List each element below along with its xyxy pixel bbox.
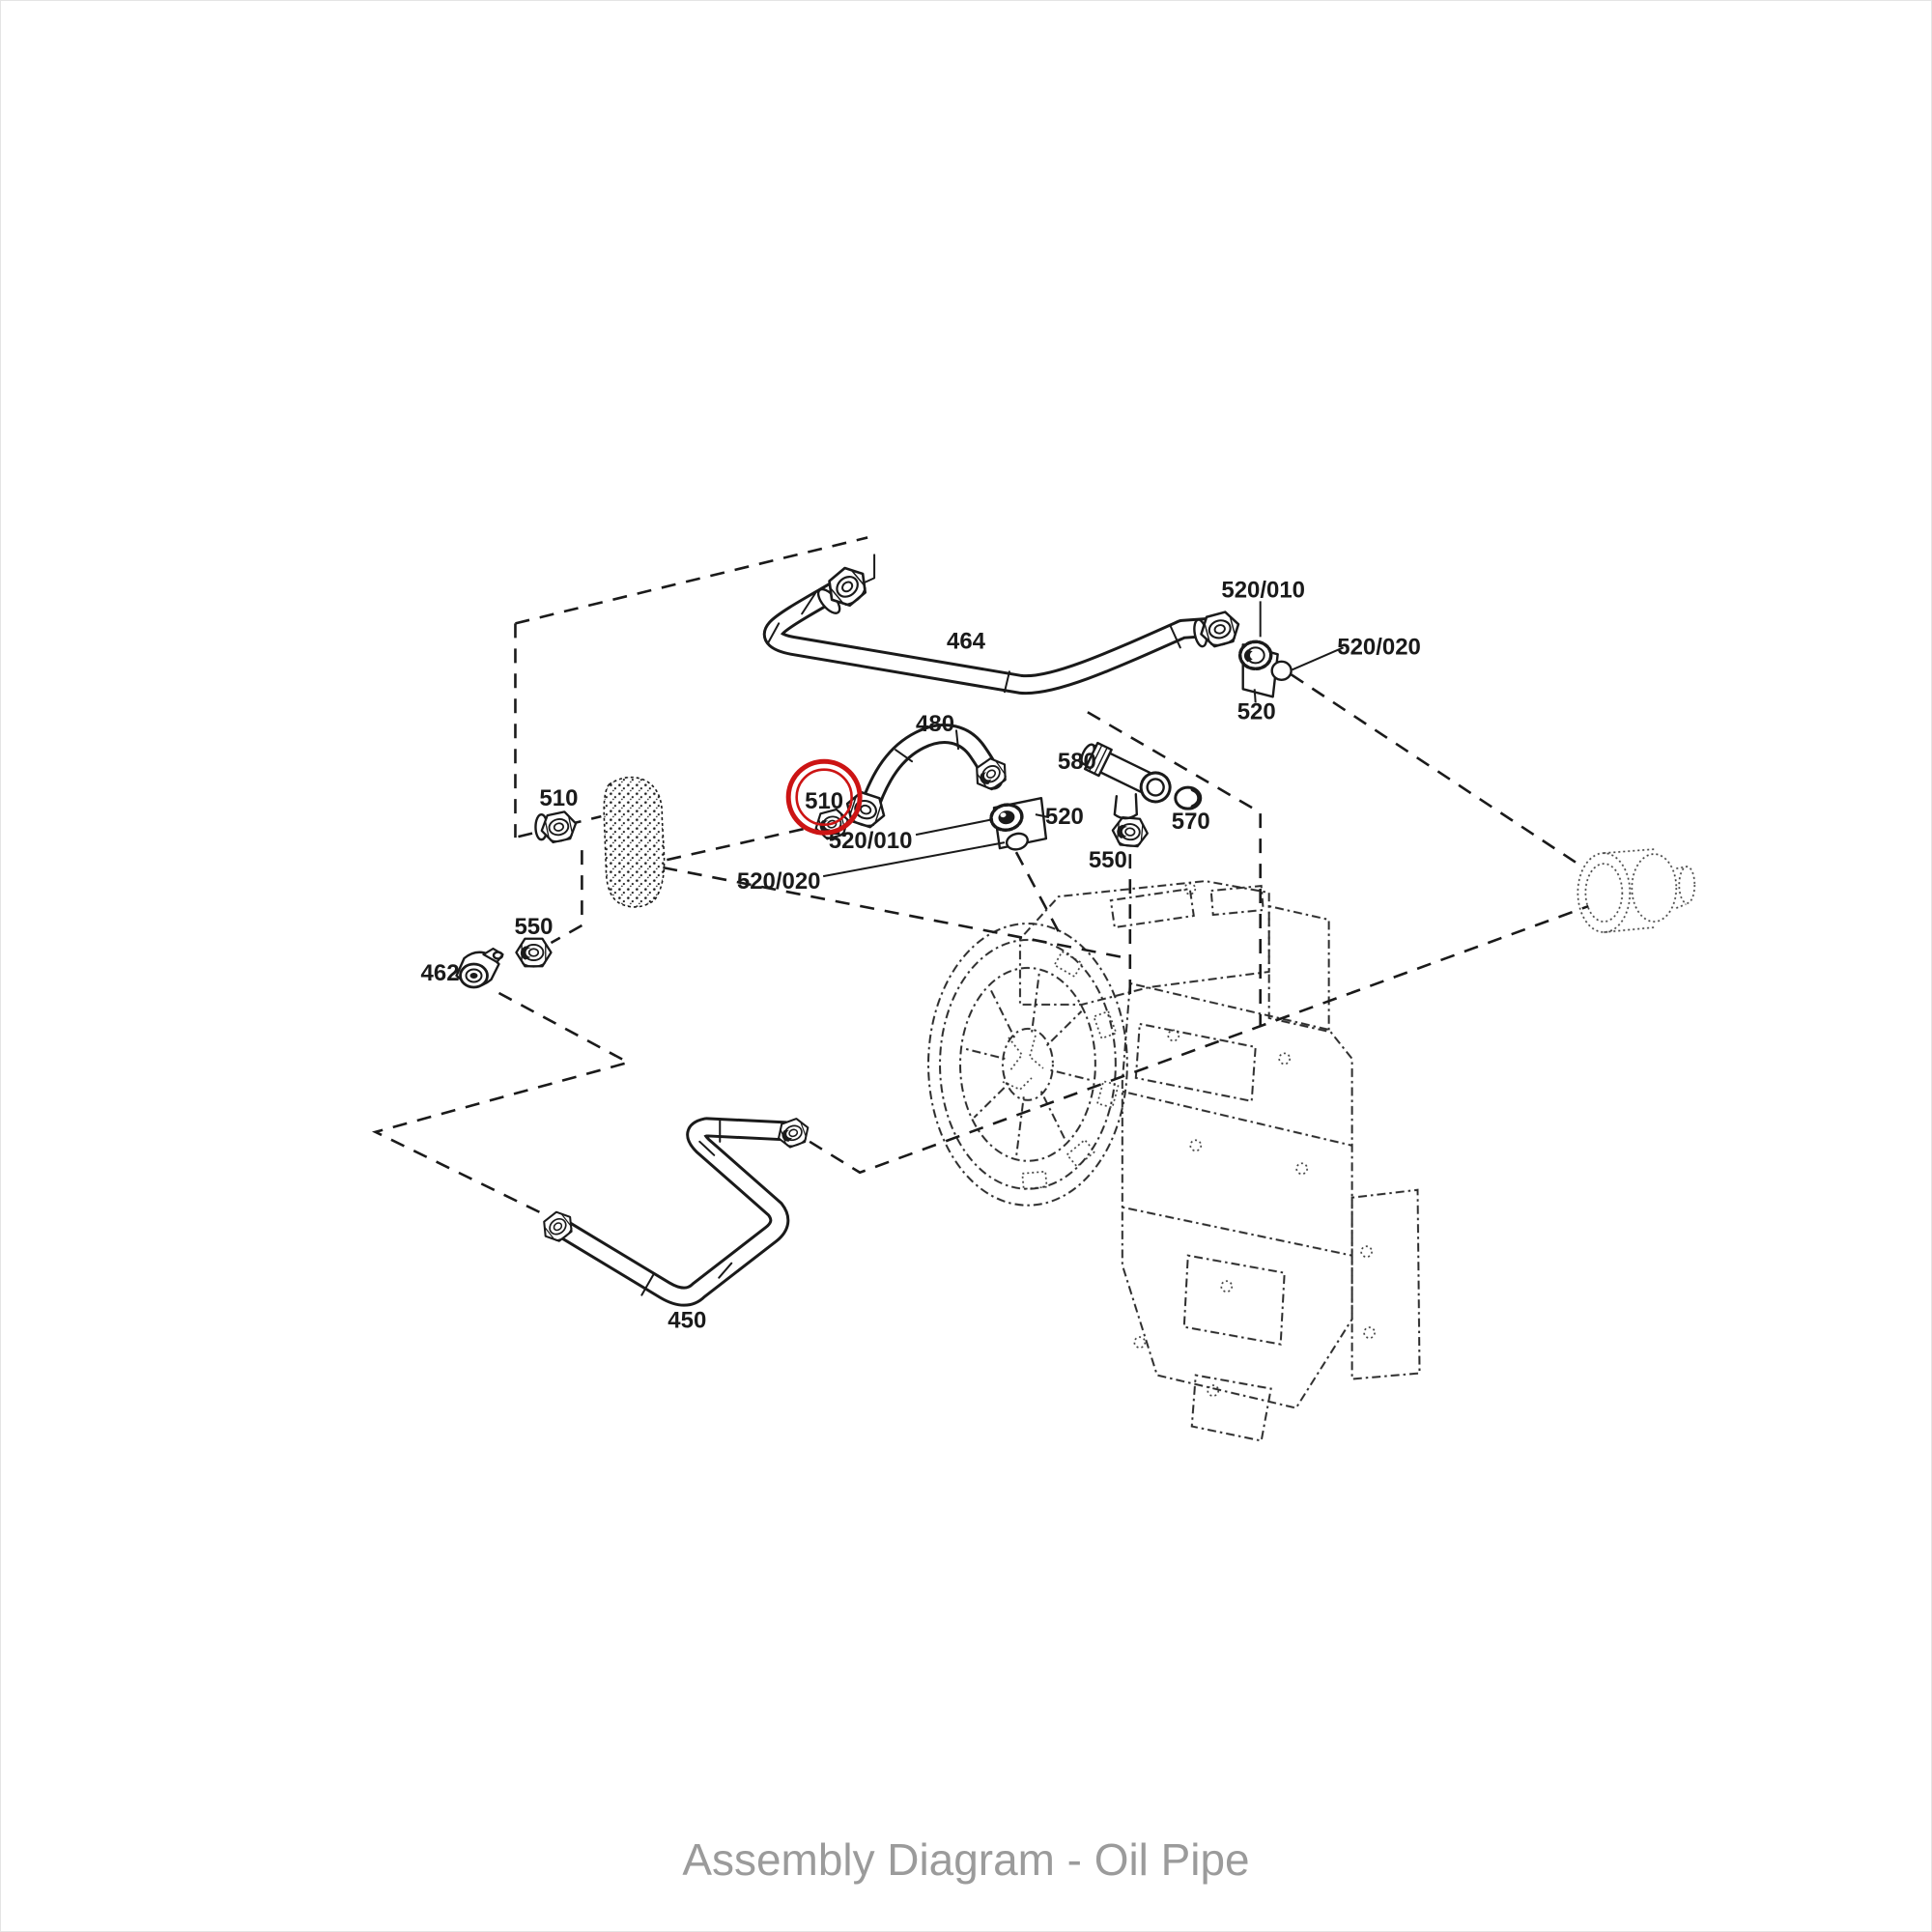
pipe-480 (857, 724, 1004, 823)
part-label-520-010-top: 520/010 (1221, 577, 1305, 603)
o-ring-520-020-middle (1005, 832, 1029, 851)
tee-fitting-580 (1080, 741, 1172, 820)
part-label-520-020-middle: 520/020 (737, 868, 821, 895)
o-ring-520-020-top (1270, 660, 1293, 681)
part-label-550-left: 550 (514, 914, 553, 940)
highlight-circle-510 (785, 758, 863, 836)
part-label-520-020-top: 520/020 (1337, 634, 1421, 660)
housing-bolts (1133, 882, 1376, 1397)
part-label-464: 464 (947, 628, 986, 654)
oil-pipes (552, 575, 1220, 1307)
connector-plate-520-top (1237, 639, 1293, 698)
output-flange (1577, 848, 1696, 933)
elbow-fitting-462 (455, 947, 504, 989)
part-label-520-010-middle: 520/010 (829, 828, 913, 854)
part-label-510-left: 510 (539, 785, 578, 811)
diagram-caption: Assembly Diagram - Oil Pipe (682, 1834, 1249, 1885)
projection-lines (371, 536, 1589, 1214)
part-label-462: 462 (421, 960, 460, 986)
part-label-510-highlighted: 510 (805, 788, 843, 814)
highlight-ring-outer (785, 758, 863, 836)
screw-plug-550-middle (1112, 816, 1149, 847)
part-label-580: 580 (1058, 749, 1096, 775)
bell-housing (927, 923, 1128, 1207)
part-label-550-middle: 550 (1089, 847, 1127, 873)
screw-plug-550-left (516, 939, 551, 967)
transmission-housing (927, 848, 1696, 1442)
part-label-480: 480 (916, 711, 954, 737)
part-label-520-middle: 520 (1045, 804, 1084, 830)
pipe-464 (763, 575, 1220, 696)
fittings (455, 554, 1293, 1248)
stippled-mounting-plate (603, 776, 666, 908)
cap-570 (1174, 785, 1203, 810)
highlight-ring-inner (795, 768, 853, 826)
label-leaders (822, 601, 1345, 878)
screw-520-010-top (1237, 639, 1273, 671)
part-label-520-top: 520 (1237, 698, 1276, 724)
pipe-464-bracket (863, 554, 876, 584)
part-label-450: 450 (668, 1308, 706, 1334)
connector-plate-520-middle (989, 796, 1048, 851)
part-labels: 464 480 510 510 520/010 520/020 520 550 … (421, 577, 1421, 1333)
pipe-450 (552, 1117, 796, 1307)
part-label-570: 570 (1172, 809, 1210, 835)
